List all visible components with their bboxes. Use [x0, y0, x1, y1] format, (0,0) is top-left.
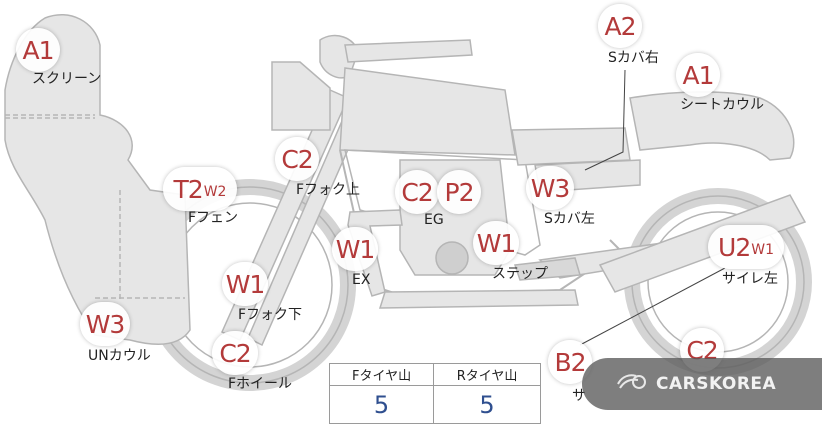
- marker-code: W3: [85, 309, 126, 339]
- carskorea-watermark: CARSKOREA: [582, 358, 822, 410]
- marker-a2-scover-right: A2: [598, 4, 642, 48]
- marker-subcode: W1: [751, 242, 774, 258]
- label-scover-right: Sカバ右: [608, 50, 659, 66]
- label-seat-cowl: シートカウル: [680, 97, 764, 113]
- label-ffork-lower: Fフォク下: [238, 307, 303, 323]
- marker-code: A1: [22, 35, 54, 65]
- watermark-text: CARSKOREA: [656, 374, 777, 394]
- marker-code: P2: [444, 177, 475, 207]
- carskorea-logo-icon: [616, 370, 646, 398]
- marker-code: U2: [718, 232, 751, 262]
- marker-w1-ffork-lower: W1: [222, 262, 268, 306]
- marker-b2-partial: B2: [548, 340, 592, 384]
- marker-code: W3: [530, 173, 571, 203]
- label-ffork-upper: Fフォク上: [296, 182, 361, 198]
- marker-c2-eg: C2: [395, 170, 439, 214]
- marker-code: C2: [401, 177, 433, 207]
- marker-u2-silencer-left: U2 W1: [708, 225, 784, 269]
- label-step: ステップ: [492, 266, 548, 282]
- label-un-cowl: UNカウル: [88, 348, 151, 364]
- marker-code: B2: [554, 347, 586, 377]
- rear-tire-header: Rタイヤ山: [433, 363, 541, 386]
- marker-p2-eg: P2: [437, 170, 481, 214]
- marker-c2-ffork-upper: C2: [275, 137, 319, 181]
- marker-code: C2: [281, 144, 313, 174]
- label-silencer-left: サイレ左: [722, 271, 778, 287]
- marker-code: A1: [682, 60, 714, 90]
- label-scover-left: Sカバ左: [544, 211, 595, 227]
- marker-code: W1: [335, 234, 376, 264]
- marker-w3-un-cowl: W3: [80, 302, 130, 346]
- marker-a1-seat-cowl: A1: [676, 53, 720, 97]
- marker-code: W1: [225, 269, 266, 299]
- marker-c2-fwheel: C2: [212, 331, 258, 375]
- table-header-row: Fタイヤ山 Rタイヤ山: [328, 363, 541, 386]
- table-value-row: 5 5: [328, 385, 541, 424]
- marker-code: C2: [219, 338, 251, 368]
- label-ex: EX: [352, 272, 371, 288]
- marker-code: A2: [604, 11, 636, 41]
- front-tire-header: Fタイヤ山: [328, 363, 435, 386]
- rear-tire-value: 5: [433, 385, 541, 424]
- label-eg: EG: [424, 212, 444, 228]
- label-screen: スクリーン: [32, 71, 102, 87]
- marker-a1-screen: A1: [16, 28, 60, 72]
- marker-w1-step: W1: [473, 221, 519, 265]
- label-fwheel: Fホイール: [228, 376, 293, 392]
- label-ffender: Fフェン: [188, 210, 239, 226]
- marker-t2-ffender: T2 W2: [163, 167, 237, 211]
- marker-subcode: W2: [203, 184, 227, 200]
- marker-w3-scover-left: W3: [526, 166, 574, 210]
- tire-tread-table: Fタイヤ山 Rタイヤ山 5 5: [328, 363, 541, 424]
- marker-w1-ex: W1: [332, 227, 378, 271]
- marker-code: T2: [173, 174, 204, 204]
- marker-code: W1: [476, 228, 517, 258]
- front-tire-value: 5: [328, 385, 435, 424]
